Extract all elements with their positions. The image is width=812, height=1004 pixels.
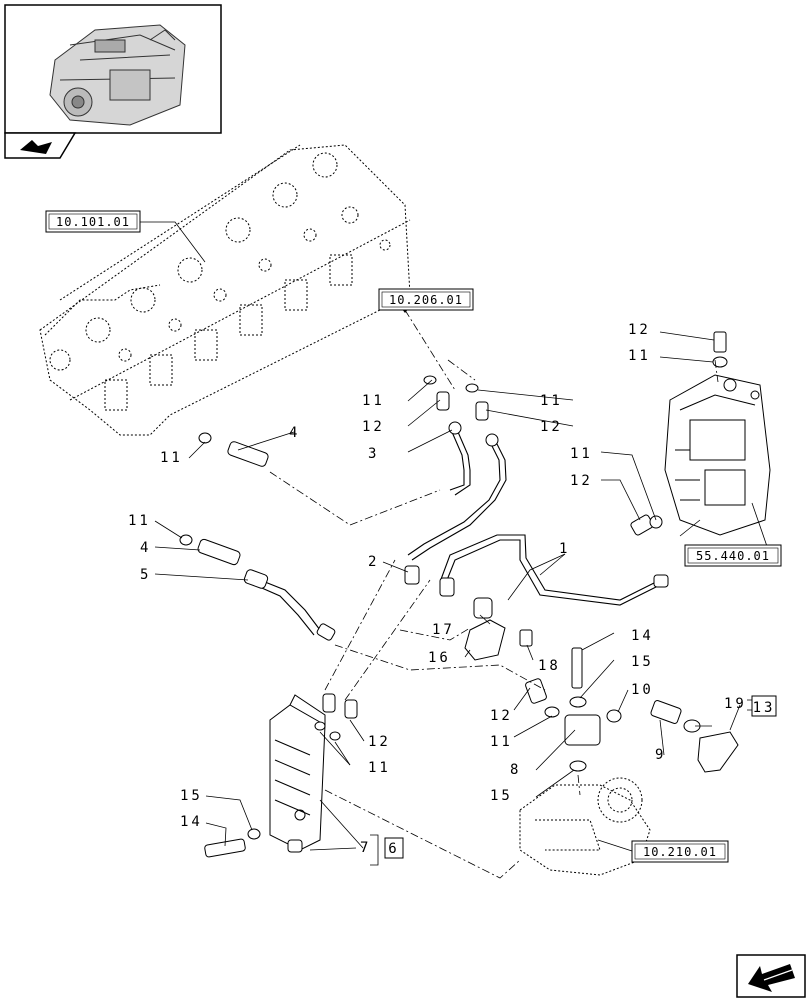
callout-12: 12	[540, 419, 563, 435]
reference-10-206-01[interactable]: 10.206.01	[378, 288, 474, 311]
callout-4: 4	[289, 425, 300, 441]
reference-label: 10.210.01	[643, 845, 717, 859]
callout-11: 11	[490, 734, 513, 750]
callout-9: 9	[655, 747, 666, 763]
callout-11: 11	[160, 450, 183, 466]
box-label: 13	[753, 700, 776, 716]
callout-4: 4	[140, 540, 151, 556]
callout-15: 15	[180, 788, 203, 804]
box-6[interactable]: 6	[384, 837, 404, 859]
view-angle-icon	[20, 140, 52, 154]
box-label: 6	[388, 841, 399, 857]
cylinder-head-drawing	[39, 144, 411, 436]
engine-thumbnail[interactable]	[4, 4, 222, 134]
seal-ring	[198, 432, 212, 444]
callout-5: 5	[140, 567, 151, 583]
bolt-14	[571, 647, 583, 689]
reference-label: 10.206.01	[389, 293, 463, 307]
callout-14: 14	[180, 814, 203, 830]
seal-ring	[649, 515, 663, 529]
bracket-17	[473, 597, 493, 619]
next-page-button[interactable]	[736, 954, 806, 998]
pipes	[254, 431, 661, 636]
callout-12: 12	[570, 473, 593, 489]
leader-lines	[140, 221, 771, 866]
callout-3: 3	[368, 446, 379, 462]
callout-11: 11	[540, 393, 563, 409]
callout-17: 17	[432, 622, 455, 638]
callout-2: 2	[368, 554, 379, 570]
reference-label: 10.101.01	[56, 215, 130, 229]
bracket-part-7	[269, 694, 326, 851]
callout-18: 18	[538, 658, 561, 674]
callout-11: 11	[628, 348, 651, 364]
reference-10-101-01[interactable]: 10.101.01	[45, 210, 141, 233]
callouts: 12 11 11 12 3 11 12 11 4 11 12 11 4 5 2 …	[128, 322, 747, 856]
seal-ring	[179, 534, 193, 546]
callout-11: 11	[362, 393, 385, 409]
callout-14: 14	[631, 628, 654, 644]
callout-7: 7	[360, 840, 371, 856]
reference-10-210-01[interactable]: 10.210.01	[631, 840, 729, 863]
callout-12: 12	[368, 734, 391, 750]
callout-11: 11	[570, 446, 593, 462]
callout-10: 10	[631, 682, 654, 698]
box-13[interactable]: 13	[751, 695, 777, 717]
seal-ring	[423, 375, 437, 385]
seal-ring	[465, 383, 479, 393]
callout-11: 11	[368, 760, 391, 776]
view-nav-tab[interactable]	[4, 132, 77, 159]
adapter-9	[650, 700, 682, 724]
clamp-16	[464, 619, 506, 661]
tee-fitting-8	[564, 714, 601, 746]
connection-lines	[269, 309, 719, 879]
union-fitting	[713, 331, 727, 353]
next-page-arrow-icon	[748, 964, 795, 992]
callout-8: 8	[510, 762, 521, 778]
ecu-module-drawing	[664, 374, 771, 536]
callout-15: 15	[631, 654, 654, 670]
fittings	[179, 331, 739, 858]
callout-12: 12	[628, 322, 651, 338]
reference-55-440-01[interactable]: 55.440.01	[684, 544, 782, 567]
union-fitting	[475, 401, 489, 421]
bolt-14	[204, 838, 246, 858]
reference-label: 55.440.01	[696, 549, 770, 563]
callout-12: 12	[362, 419, 385, 435]
engine-thumbnail-icon	[49, 24, 186, 126]
callout-1: 1	[559, 541, 570, 557]
callout-11: 11	[128, 513, 151, 529]
callout-19: 19	[724, 696, 747, 712]
callout-16: 16	[428, 650, 451, 666]
pump-drawing	[519, 777, 651, 876]
callout-12: 12	[490, 708, 513, 724]
callout-15: 15	[490, 788, 513, 804]
elbow-19	[697, 731, 739, 773]
union-fitting	[227, 441, 269, 467]
union-fitting	[197, 538, 241, 566]
union-fitting	[436, 391, 450, 411]
